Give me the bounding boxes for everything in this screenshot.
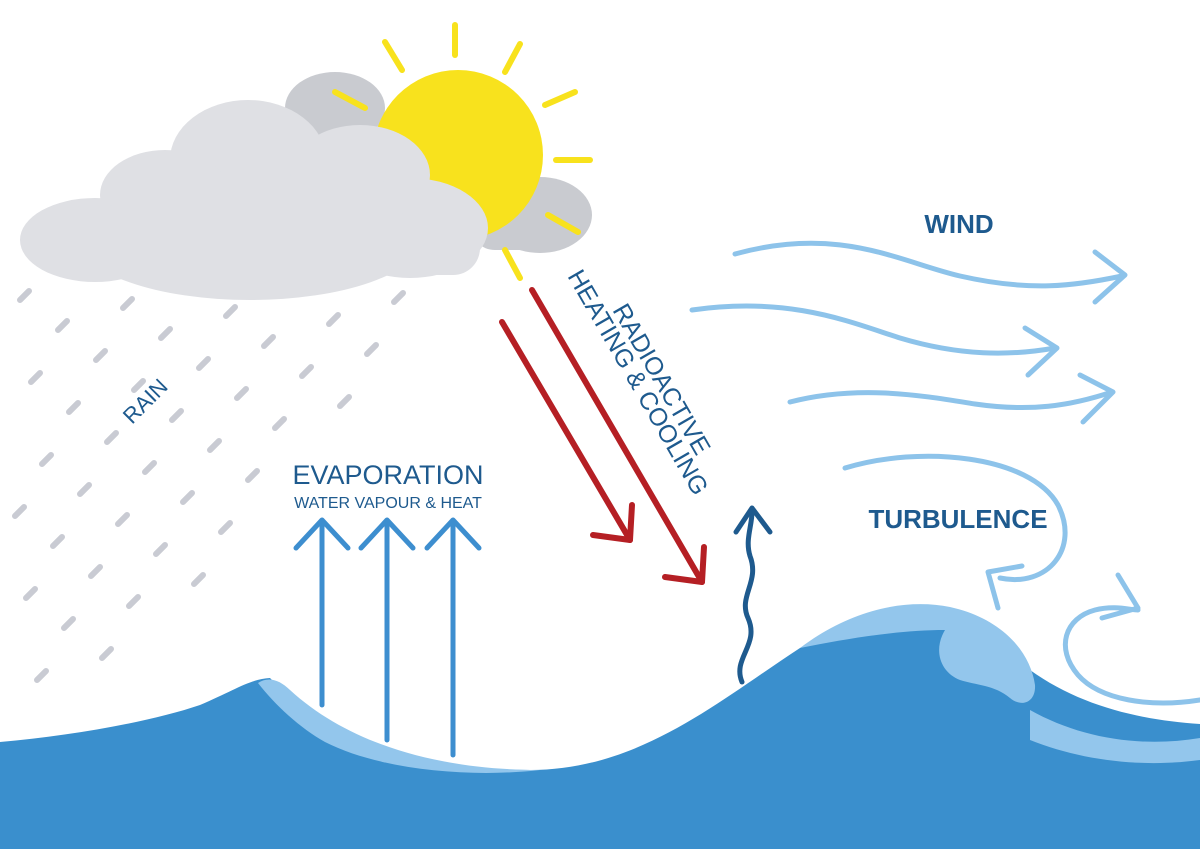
wind-arrow-3 (787, 372, 1116, 425)
wave-right-crest (800, 604, 1036, 703)
rain-drop (50, 534, 65, 549)
wave-right-trough-highlight (1030, 710, 1200, 764)
rain-drop (234, 386, 249, 401)
rain-drop (28, 370, 43, 385)
evaporation-arrow-3 (424, 517, 482, 758)
sea-body (0, 610, 1200, 849)
rain-drops-icon (12, 282, 406, 683)
rain-drop (99, 646, 114, 661)
rain-drop (326, 312, 341, 327)
turbulence-swirl-1 (842, 453, 1068, 611)
rain-drop (39, 452, 54, 467)
radiation-arrows (499, 287, 707, 585)
cloud-icon (20, 100, 488, 300)
rain-drop (337, 394, 352, 409)
turbulence-swirl-2 (1062, 572, 1200, 706)
turbulence-label: TURBULENCE (868, 504, 1047, 534)
rain-drop (191, 572, 206, 587)
rain-drop (207, 438, 222, 453)
rain-drop (23, 586, 38, 601)
rain-drop (245, 468, 260, 483)
wave-left-crest-highlight (258, 679, 540, 773)
rain-drop (223, 304, 238, 319)
rain-drop (142, 460, 157, 475)
rain-drop (126, 594, 141, 609)
rain-drop (115, 512, 130, 527)
wind-arrow-1 (732, 240, 1128, 305)
rain-drop (12, 504, 27, 519)
rain-drop (61, 616, 76, 631)
heat-exchange-wavy-arrow (733, 505, 773, 685)
rain-drop (153, 542, 168, 557)
rain-drop (131, 378, 146, 393)
rain-drop (34, 668, 49, 683)
rain-drop (104, 430, 119, 445)
radiation-arrow-2 (529, 287, 707, 585)
evaporation-subtitle: WATER VAPOUR & HEAT (294, 495, 482, 512)
rain-drop (299, 364, 314, 379)
rain-drop (180, 490, 195, 505)
rain-drop (169, 408, 184, 423)
sea (0, 604, 1200, 849)
wind-arrows (689, 240, 1128, 425)
rain-drop (158, 326, 173, 341)
rain-drop (77, 482, 92, 497)
evaporation-arrow-2 (358, 517, 416, 743)
rain-drop (17, 288, 32, 303)
turbulence-swirls (842, 453, 1200, 706)
wind-arrow-2 (689, 303, 1060, 378)
rain-drop (218, 520, 233, 535)
evaporation-arrow-1 (293, 517, 351, 708)
rain-drop (261, 334, 276, 349)
wind-label: WIND (924, 209, 993, 239)
rain-drop (93, 348, 108, 363)
evaporation-title: EVAPORATION (292, 460, 483, 490)
rain-drop (88, 564, 103, 579)
rain-drop (364, 342, 379, 357)
rain-drop (120, 296, 135, 311)
rain-drop (66, 400, 81, 415)
rain-drop (55, 318, 70, 333)
rain-drop (272, 416, 287, 431)
rain-drop (196, 356, 211, 371)
radiation-arrow-1 (499, 319, 635, 543)
evaporation-arrows (293, 517, 482, 758)
rain-drop (391, 290, 406, 305)
